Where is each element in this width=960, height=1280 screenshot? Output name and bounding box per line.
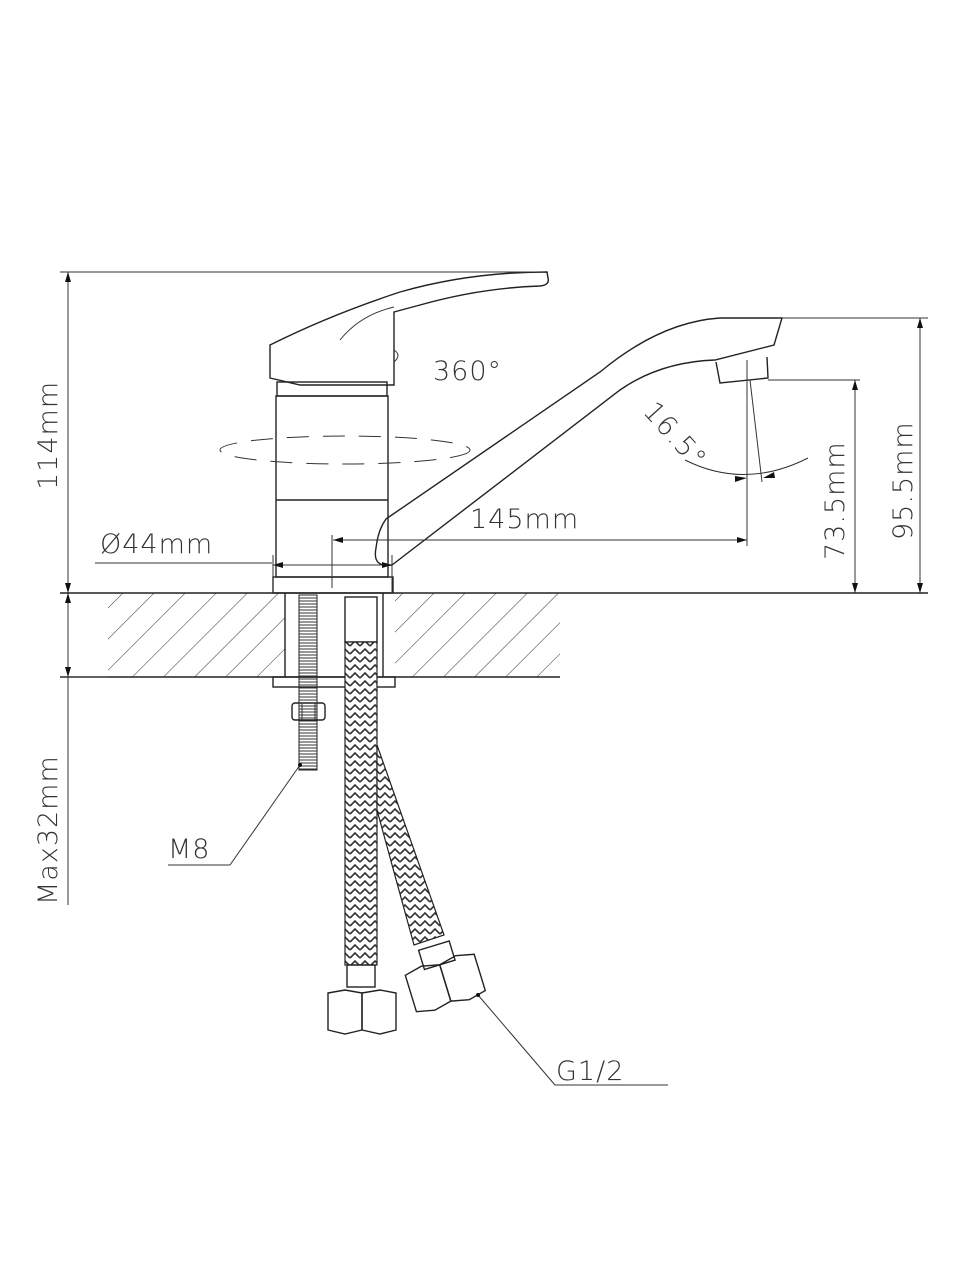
height-label: 114mm bbox=[33, 381, 64, 490]
spout-height-dimension: 95.5mm bbox=[782, 317, 928, 593]
m8-label: M8 bbox=[168, 834, 210, 865]
height-dimension: 114mm bbox=[33, 271, 545, 593]
outlet-height-label: 73.5mm bbox=[820, 441, 851, 560]
max-thickness-label: Max32mm bbox=[33, 755, 64, 905]
mounting-stud bbox=[291, 594, 326, 771]
hose-angled bbox=[376, 744, 487, 1013]
m8-callout: M8 bbox=[168, 763, 302, 866]
rotation-label: 360° bbox=[433, 356, 502, 387]
diameter-dimension: Ø44mm bbox=[95, 529, 393, 593]
g12-callout: G1/2 bbox=[476, 993, 668, 1087]
hose-straight bbox=[327, 596, 397, 1035]
spout-height-label: 95.5mm bbox=[888, 421, 919, 540]
angle-label: 16.5° bbox=[637, 396, 713, 475]
handle-lever[interactable] bbox=[269, 271, 550, 386]
g12-label: G1/2 bbox=[556, 1056, 624, 1087]
diameter-label: Ø44mm bbox=[100, 529, 213, 560]
outlet-height-dimension: 73.5mm bbox=[768, 379, 860, 593]
spout bbox=[374, 317, 783, 567]
reach-label: 145mm bbox=[470, 504, 579, 535]
spout-angle-dimension: 16.5° bbox=[637, 379, 809, 483]
reach-dimension: 145mm bbox=[333, 360, 748, 546]
countertop bbox=[60, 592, 928, 688]
max-thickness-dimension: Max32mm bbox=[33, 593, 108, 905]
